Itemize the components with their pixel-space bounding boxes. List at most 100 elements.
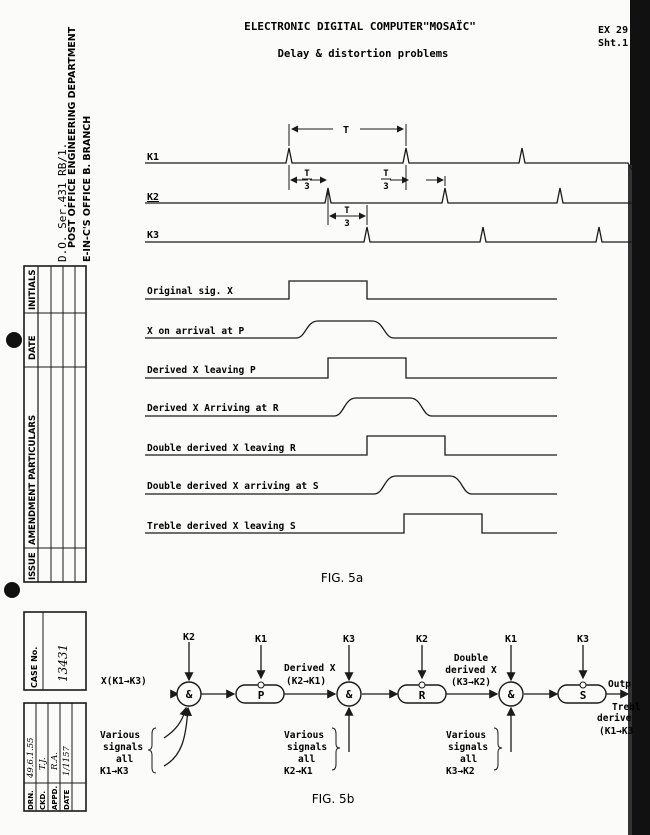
delay-unit-r: R — [397, 681, 447, 704]
case-label: CASE No. — [30, 647, 39, 688]
department-block: POST OFFICE ENGINEERING DEPARTMENT E-IN-… — [56, 26, 93, 262]
derived-2-line2: derived X — [445, 665, 497, 676]
signal-label-original: Original sig. X — [147, 286, 233, 297]
derived-2-line3: (K3→K2) — [451, 677, 491, 688]
department-line-1: POST OFFICE ENGINEERING DEPARTMENT — [67, 26, 78, 248]
treble-line3: (K1→K3 — [599, 726, 634, 737]
delay-unit-r-label: R — [419, 689, 426, 702]
various-2-range: K2→K1 — [284, 766, 313, 777]
various-3-range: K3→K2 — [446, 766, 475, 777]
sign-date: 1/1157 — [62, 746, 72, 776]
department-line-2: E-IN-C'S OFFICE B. BRANCH — [82, 116, 93, 262]
gate-clock-3: K1 — [505, 634, 517, 645]
input-label: X(K1→K3) — [101, 676, 147, 687]
clock-label-k1: K1 — [147, 152, 159, 163]
sheet-subtitle: Delay & distortion problems — [278, 48, 449, 60]
trace-k3 — [145, 226, 632, 243]
and-gate-2: & — [336, 681, 362, 707]
clock-traces — [145, 147, 633, 243]
amend-col-particulars: AMENDMENT PARTICULARS — [28, 415, 38, 545]
block-diagram-wiring — [147, 642, 630, 774]
derived-2-line1: Double — [454, 653, 489, 664]
various-1-line3: all — [116, 754, 133, 765]
trace-leaving-s — [145, 513, 557, 534]
and-gate-3-label: & — [508, 688, 515, 701]
delay-unit-p-label: P — [258, 689, 265, 702]
trace-arrival-s — [145, 475, 557, 495]
various-3-line3: all — [460, 754, 477, 765]
amend-col-issue: ISSUE — [28, 552, 38, 580]
period-dimension — [288, 124, 407, 146]
signal-label-arrival-s: Double derived X arriving at S — [147, 481, 319, 492]
sign-label-drn: DRN. — [27, 790, 35, 810]
delay-clock-1: K1 — [255, 634, 267, 645]
t3-num-3: T — [383, 169, 389, 179]
sheet-title: ELECTRONIC DIGITAL COMPUTER"MOSAÏC" — [244, 19, 476, 33]
sheet-ref: EX 29 — [598, 25, 628, 36]
derived-1-line1: Derived X — [284, 663, 336, 674]
trace-leaving-p — [145, 357, 557, 379]
and-gate-2-label: & — [346, 688, 353, 701]
t3-den-1: 3 — [304, 182, 309, 192]
fig5a-caption: FIG. 5a — [321, 571, 363, 585]
gate-clock-1: K2 — [183, 632, 195, 643]
delay-unit-p: P — [235, 681, 285, 704]
sign-label-appd: APPD. — [51, 786, 59, 810]
sheet-number: Sht.1 — [598, 38, 628, 49]
signal-label-arrival-p: X on arrival at P — [147, 326, 245, 337]
various-1-line2: signals — [103, 742, 143, 753]
case-number-box — [23, 611, 87, 691]
treble-line1: Trebl — [612, 702, 641, 713]
signal-label-arrival-r: Derived X Arriving at R — [147, 403, 279, 414]
trace-leaving-r — [145, 435, 557, 456]
fig5b-caption: FIG. 5b — [312, 792, 355, 806]
signature-box — [23, 702, 87, 812]
trace-k2 — [145, 187, 632, 204]
do-reference: D.O. Ser.431 RB/1. — [56, 143, 69, 262]
sign-drn: 49.6.1.55 — [26, 737, 36, 779]
clock-label-k2: K2 — [147, 192, 159, 203]
signal-label-leaving-s: Treble derived X leaving S — [147, 521, 296, 532]
signal-traces — [145, 280, 557, 534]
delay-unit-s-label: S — [580, 689, 587, 702]
t3-num-2: T — [344, 206, 350, 216]
trace-arrival-p — [145, 320, 557, 339]
output-label: Outp — [608, 679, 631, 690]
various-2-line2: signals — [287, 742, 327, 753]
amend-col-date: DATE — [28, 335, 38, 360]
trace-arrival-r — [145, 397, 557, 417]
and-gate-1-label: & — [186, 688, 193, 701]
clock-label-k3: K3 — [147, 230, 159, 241]
sign-label-ckd: CKD. — [39, 791, 47, 810]
phase-dimensions — [288, 165, 446, 225]
and-gate-1: & — [176, 681, 202, 707]
third-period-labels: T 3 T 3 T 3 — [302, 169, 391, 229]
various-2-line1: Various — [284, 730, 324, 741]
delay-clock-2: K2 — [416, 634, 428, 645]
delay-clock-3: K3 — [577, 634, 589, 645]
delay-unit-s: S — [557, 681, 607, 704]
treble-line2: derive — [597, 713, 632, 724]
and-gate-3: & — [498, 681, 524, 707]
t3-den-2: 3 — [344, 219, 349, 229]
sign-ckd: T.J. — [38, 757, 48, 770]
derived-1-line2: (K2→K1) — [286, 676, 326, 687]
trace-k1 — [145, 147, 633, 171]
various-1-range: K1→K3 — [100, 766, 129, 777]
signal-label-leaving-r: Double derived X leaving R — [147, 443, 296, 454]
period-label: T — [343, 125, 349, 136]
binding-shadow — [628, 165, 632, 835]
various-2-line3: all — [298, 754, 315, 765]
t3-den-3: 3 — [383, 182, 388, 192]
amend-col-initials: INITIALS — [28, 269, 38, 310]
sign-appd: R.A. — [50, 752, 60, 771]
binding-edge — [630, 0, 650, 835]
gate-clock-2: K3 — [343, 634, 355, 645]
t3-num-1: T — [304, 169, 310, 179]
sign-label-date: DATE — [63, 790, 71, 810]
various-1-line1: Various — [100, 730, 140, 741]
case-number: 13431 — [56, 644, 70, 682]
amendment-table — [23, 265, 87, 583]
various-3-line1: Various — [446, 730, 486, 741]
